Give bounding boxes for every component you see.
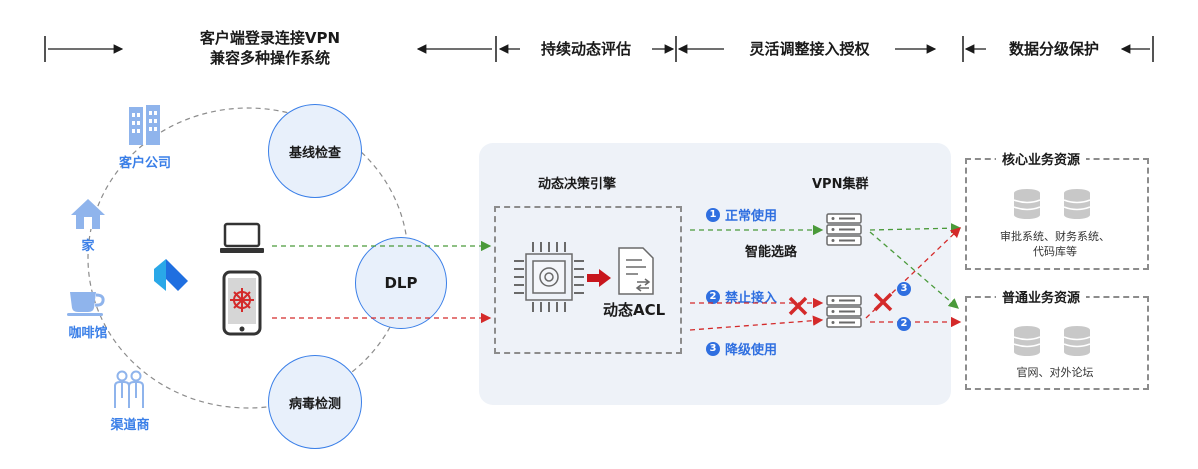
- smart-routing-label: 智能选路: [745, 245, 798, 260]
- location-label-home: 家: [81, 239, 95, 254]
- core-resource-text: 审批系统、财务系统、 代码库等: [970, 229, 1140, 259]
- path-degraded-label: 降级使用: [725, 343, 778, 358]
- baseline-check-label: 基线检查: [288, 145, 341, 161]
- baseline-check-node: 基线检查: [268, 104, 362, 198]
- house-icon: [71, 199, 105, 229]
- path-degraded-number: 3: [706, 341, 720, 356]
- acl-document-icon: [618, 247, 654, 295]
- core-resource-line1: 审批系统、财务系统、: [1000, 230, 1110, 243]
- office-building-icon: [129, 105, 160, 145]
- normal-resource-title: 普通业务资源: [996, 287, 1087, 306]
- path-denied: 2 禁止接入: [706, 287, 777, 306]
- location-label-partner: 渠道商: [110, 418, 150, 433]
- red-arrow-icon: [587, 269, 611, 287]
- server-icon: [826, 295, 862, 328]
- coffee-cup-icon: [67, 292, 105, 316]
- database-icon: [1013, 189, 1091, 219]
- stage-dynamic-eval: 持续动态评估: [540, 40, 631, 58]
- stage1-line2: 兼容多种操作系统: [209, 49, 330, 67]
- vpn-cluster-title: VPN集群: [812, 177, 869, 192]
- partners-icon: [114, 370, 144, 408]
- core-resource-title: 核心业务资源: [996, 149, 1087, 168]
- path-badge-2: 2: [897, 317, 911, 331]
- dynamic-acl-label: 动态ACL: [603, 301, 666, 319]
- path-normal: 1 正常使用: [706, 205, 777, 224]
- location-label-cafe: 咖啡馆: [68, 326, 108, 341]
- dlp-label: DLP: [384, 274, 418, 292]
- stage1-line1: 客户端登录连接VPN: [199, 29, 341, 47]
- path-degraded: 3 降级使用: [706, 339, 777, 358]
- infected-phone-icon: [222, 270, 262, 336]
- virus-check-label: 病毒检测: [288, 396, 341, 412]
- database-icon: [1013, 326, 1091, 356]
- stage-client-login: 客户端登录连接VPN 兼容多种操作系统: [150, 28, 390, 68]
- path-badge-3: 3: [897, 282, 911, 296]
- path-denied-label: 禁止接入: [725, 291, 778, 306]
- virus-check-node: 病毒检测: [268, 355, 362, 449]
- normal-resource-text: 官网、对外论坛: [1016, 366, 1094, 379]
- block-x-icon: [873, 292, 893, 312]
- server-icon: [826, 213, 862, 246]
- block-x-icon: [788, 296, 808, 316]
- cpu-chip-icon: [514, 242, 584, 312]
- path-denied-number: 2: [706, 289, 720, 304]
- dlp-node: DLP: [355, 237, 447, 329]
- engine-title: 动态决策引擎: [538, 177, 617, 192]
- stage-data-protection: 数据分级保护: [1008, 40, 1099, 58]
- engine-box: [494, 206, 682, 354]
- vpn-client-logo-icon: [154, 259, 188, 291]
- core-resource-line2: 代码库等: [1033, 245, 1077, 258]
- laptop-icon: [220, 222, 264, 253]
- stage-access-auth: 灵活调整接入授权: [749, 40, 870, 58]
- path-normal-number: 1: [706, 207, 720, 222]
- stage-arrows: [44, 36, 1154, 62]
- location-label-office: 客户公司: [118, 156, 171, 171]
- path-normal-label: 正常使用: [725, 209, 778, 224]
